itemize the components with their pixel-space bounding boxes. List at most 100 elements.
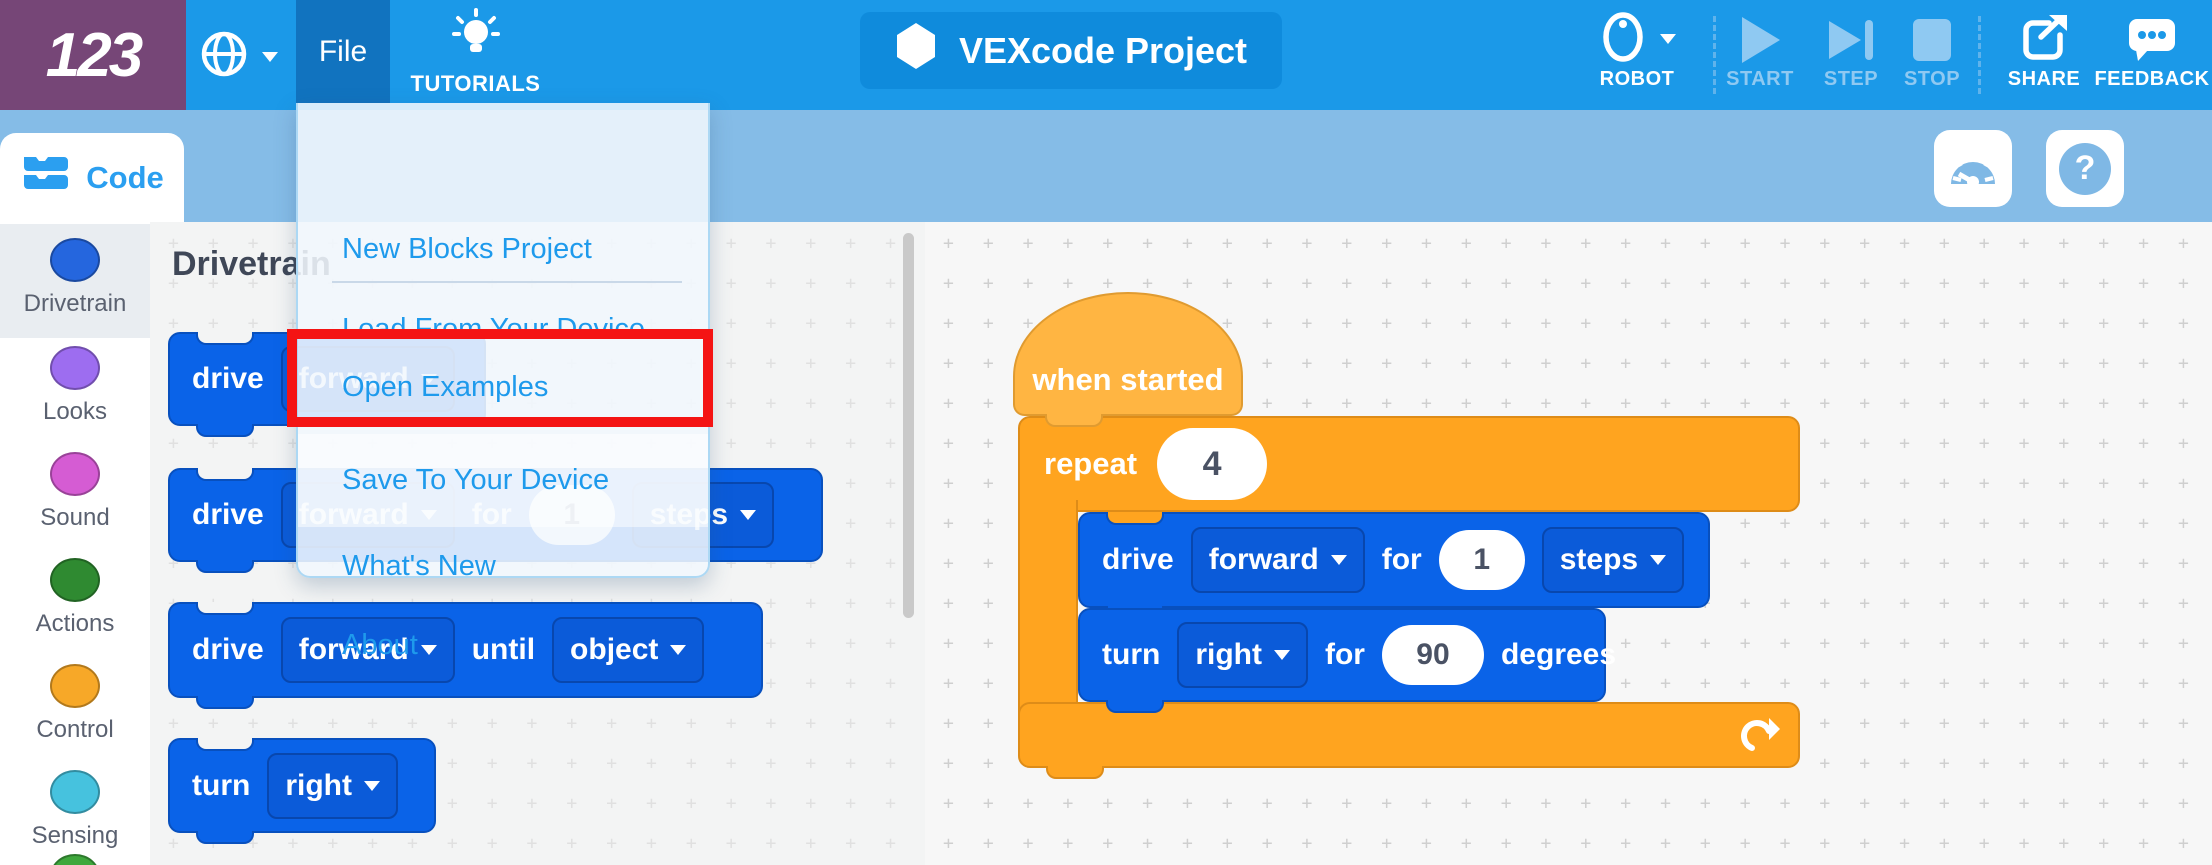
partial-category-icon (50, 854, 100, 865)
drivetrain-category-icon (50, 238, 100, 282)
sidebar-item-control[interactable]: Control (0, 664, 150, 744)
share-icon (2019, 10, 2069, 68)
dropdown-value: object (570, 633, 659, 666)
sidebar-item-partial[interactable] (0, 854, 150, 865)
feedback-button[interactable]: FEEDBACK (2094, 10, 2209, 91)
repeat-count-input[interactable]: 4 (1157, 428, 1268, 500)
sound-category-icon (50, 452, 100, 496)
project-title: VEXcode Project (958, 29, 1248, 71)
block-label: degrees (1500, 638, 1617, 671)
menu-divider (332, 281, 682, 283)
dropdown-caret-icon (420, 645, 437, 655)
block-label: for (1381, 543, 1422, 576)
condition-dropdown[interactable]: object (552, 617, 705, 683)
tutorials-button[interactable]: TUTORIALS (408, 8, 543, 97)
block-label: for (1324, 638, 1365, 671)
direction-dropdown[interactable]: forward (280, 617, 455, 683)
block-bump (196, 696, 254, 709)
toolbar-divider (1978, 16, 1981, 94)
block-notch (1106, 511, 1164, 525)
share-button[interactable]: SHARE (2004, 10, 2084, 91)
start-button[interactable]: START (1722, 12, 1798, 91)
palette-block-drive-until[interactable]: drive forward until object (168, 601, 763, 709)
control-category-icon (50, 664, 100, 708)
block-bump (196, 560, 254, 573)
block-bump (1106, 700, 1164, 713)
value-input[interactable]: 1 (1438, 530, 1525, 590)
direction-dropdown[interactable]: right (267, 752, 398, 819)
project-title-button[interactable]: VEXcode Project (860, 12, 1282, 89)
step-button[interactable]: STEP (1813, 12, 1889, 91)
menu-item-save-to-your-device[interactable]: Save To Your Device (298, 434, 708, 527)
toolbar-divider (1713, 16, 1716, 94)
direction-dropdown[interactable]: right (1177, 622, 1308, 688)
robot-button[interactable]: ROBOT (1585, 10, 1689, 91)
menu-item-open-examples[interactable]: Open Examples (342, 370, 549, 403)
help-icon: ? (2059, 142, 2111, 195)
sidebar-item-sensing[interactable]: Sensing (0, 770, 150, 850)
hat-label: when started (1032, 362, 1224, 397)
language-button[interactable] (198, 28, 278, 85)
palette-scrollbar[interactable] (903, 233, 914, 618)
start-icon (1738, 12, 1782, 68)
block-label: turn (1102, 638, 1161, 671)
menu-item-about[interactable]: About (342, 628, 418, 661)
repeat-block-spine[interactable] (1018, 500, 1078, 715)
chevron-down-icon (1660, 34, 1676, 44)
canvas-block-drive-for-steps[interactable]: drive forward for 1 steps (1078, 511, 1710, 619)
units-dropdown[interactable]: steps (1541, 527, 1685, 593)
sidebar-item-drivetrain[interactable]: Drivetrain (0, 238, 150, 318)
dropdown-caret-icon (740, 510, 757, 520)
dropdown-caret-icon (1650, 555, 1667, 565)
lightbulb-icon (448, 8, 504, 71)
menu-item-new-blocks-project[interactable]: New Blocks Project (342, 232, 592, 265)
block-bump (1045, 414, 1103, 427)
category-sidebar: Drivetrain Looks Sound Actions Control S… (0, 222, 150, 865)
block-label: until (471, 633, 536, 666)
canvas-block-turn-degrees[interactable]: turn right for 90 degrees (1078, 608, 1616, 713)
sidebar-item-actions[interactable]: Actions (0, 558, 150, 638)
chevron-down-icon (262, 51, 278, 62)
dropdown-caret-icon (670, 645, 687, 655)
block-bump (1046, 766, 1104, 779)
help-button[interactable]: ? (2046, 130, 2124, 207)
palette-block-turn[interactable]: turn right (168, 737, 436, 844)
value-input[interactable]: 90 (1381, 625, 1484, 685)
repeat-block[interactable]: repeat 4 (1018, 416, 1800, 512)
dropdown-caret-icon (1273, 650, 1290, 660)
actions-category-icon (50, 558, 100, 602)
device-dashboard-button[interactable] (1934, 130, 2012, 207)
stop-icon (1911, 12, 1953, 68)
vex-123-logo: 123 (0, 0, 186, 110)
sidebar-item-looks[interactable]: Looks (0, 346, 150, 426)
dropdown-caret-icon (363, 780, 380, 791)
menu-item-whats-new[interactable]: What's New (342, 549, 496, 582)
dropdown-value: right (1195, 638, 1262, 671)
file-dropdown-menu: New Blocks Project Load From Your Device… (296, 103, 710, 661)
block-notch (196, 467, 254, 481)
repeat-block-footer[interactable] (1018, 702, 1800, 779)
tab-code[interactable]: Code (0, 133, 184, 222)
block-label: drive (192, 362, 264, 395)
step-icon (1827, 12, 1875, 68)
block-label: drive (192, 633, 264, 666)
dropdown-value: right (285, 768, 352, 802)
when-started-hat-block[interactable]: when started (1013, 292, 1243, 427)
block-notch (196, 601, 254, 615)
stop-button[interactable]: STOP (1894, 12, 1970, 91)
menu-item-load-from-your-device[interactable]: Load From Your Device (342, 312, 646, 345)
app-header: 123 File (0, 0, 2212, 110)
dropdown-value: forward (298, 633, 409, 666)
dropdown-value: steps (1559, 543, 1639, 576)
gauge-icon (1947, 144, 1999, 193)
looks-category-icon (50, 346, 100, 390)
robot-icon (1598, 9, 1648, 70)
dropdown-caret-icon (1330, 555, 1347, 565)
file-menu-button[interactable]: File (296, 0, 390, 103)
dropdown-value: forward (1208, 543, 1319, 576)
feedback-icon (2126, 10, 2178, 68)
direction-dropdown[interactable]: forward (1190, 527, 1365, 593)
block-label: drive (192, 498, 264, 531)
sidebar-item-sound[interactable]: Sound (0, 452, 150, 532)
